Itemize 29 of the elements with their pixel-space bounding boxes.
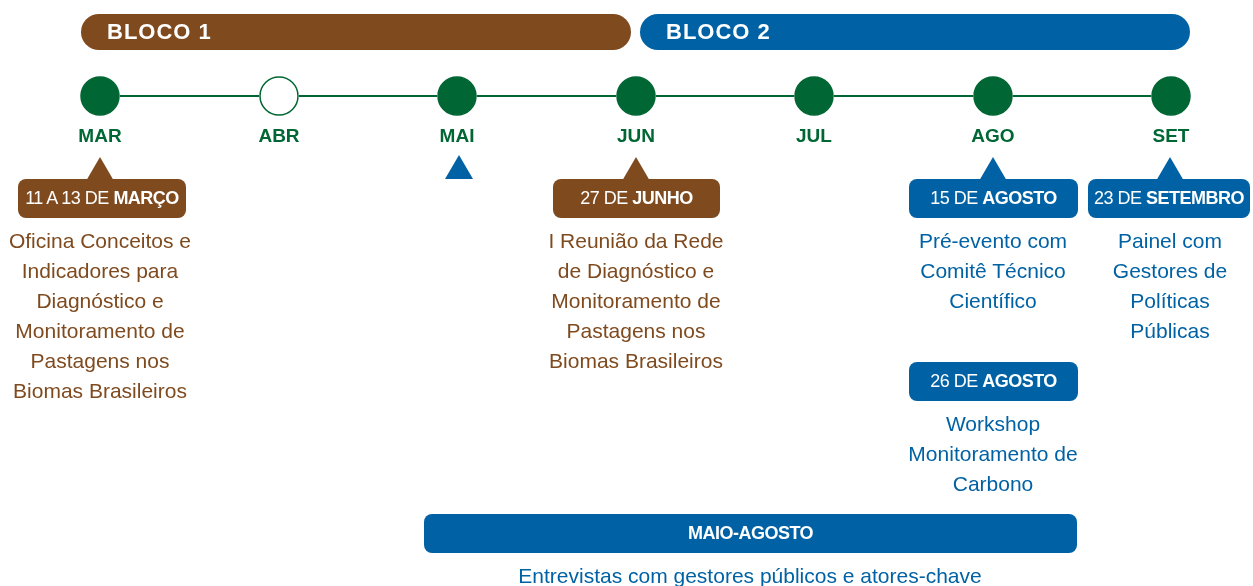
month-label: AGO <box>970 125 1016 147</box>
month-dot <box>973 76 1013 116</box>
month-label: MAR <box>77 125 123 147</box>
date-tag: MAIO-AGOSTO <box>424 514 1077 553</box>
period-band: BLOCO 2 <box>640 14 1190 50</box>
month-label: SET <box>1151 125 1191 147</box>
event-description: Workshop Monitoramento de Carbono <box>907 411 1079 497</box>
month-label: JUN <box>616 125 656 147</box>
month-dot <box>616 76 656 116</box>
month-dot <box>259 76 299 116</box>
month-dot <box>1151 76 1191 116</box>
event-description: Pré-evento com Comitê Técnico Científico <box>917 228 1069 314</box>
timeline-line <box>655 95 795 97</box>
timeline-line <box>298 95 438 97</box>
month-label: ABR <box>257 125 301 147</box>
period-band: BLOCO 1 <box>81 14 631 50</box>
timeline-line <box>476 95 617 97</box>
month-dot <box>80 76 120 116</box>
month-label: JUL <box>795 125 833 147</box>
event-description: Oficina Conceitos e Indicadores para Diagnóstico e Monitoramento de Pastagens nos Biomas Brasileiros <box>7 228 193 404</box>
timeline-line <box>119 95 260 97</box>
event-description: I Reunião da Rede de Diagnóstico e Monitoramento de Pastagens nos Biomas Brasileiros <box>547 228 725 374</box>
month-label: MAI <box>438 125 476 147</box>
timeline-line <box>1012 95 1152 97</box>
month-dot <box>794 76 834 116</box>
month-dot <box>437 76 477 116</box>
date-tag: 26 DE AGOSTO <box>909 362 1078 401</box>
timeline-line <box>833 95 974 97</box>
event-description: Painel com Gestores de Políticas Públicas <box>1111 228 1229 344</box>
